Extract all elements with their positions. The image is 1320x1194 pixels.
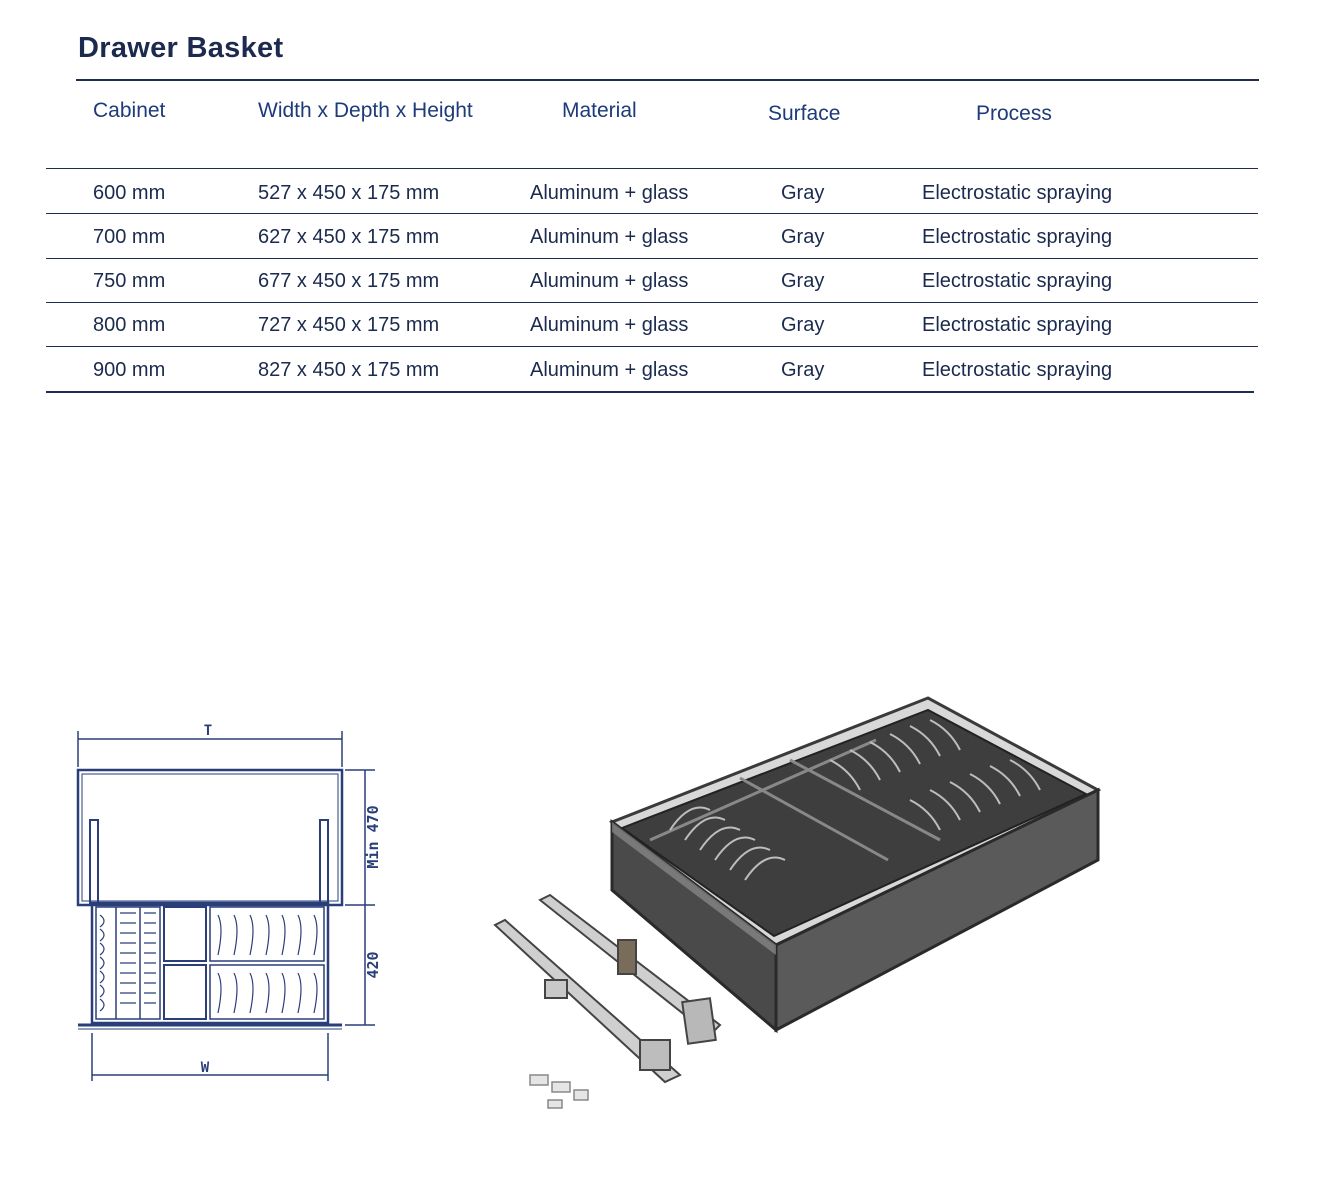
- cell-size: 727 x 450 x 175 mm: [258, 314, 440, 336]
- table-bottom-rule: [46, 391, 1254, 393]
- header-size: Width x Depth x Height: [258, 99, 473, 122]
- row-divider: [46, 346, 1258, 347]
- dimension-height-upper: Min 470: [364, 805, 382, 868]
- row-divider: [46, 258, 1258, 259]
- cell-cabinet: 900 mm: [93, 359, 166, 381]
- page-title: Drawer Basket: [78, 32, 284, 64]
- dimension-diagram: T W Min 470 420: [70, 715, 400, 1095]
- cell-size: 827 x 450 x 175 mm: [258, 359, 440, 381]
- header-surface: Surface: [768, 102, 841, 125]
- row-divider: [46, 213, 1258, 214]
- cell-size: 627 x 450 x 175 mm: [258, 226, 440, 248]
- cell-cabinet: 750 mm: [93, 270, 166, 292]
- cell-material: Aluminum + glass: [530, 359, 689, 381]
- cell-material: Aluminum + glass: [530, 270, 689, 292]
- dimension-drawing: T W Min 470 420: [76, 723, 382, 1081]
- drawer-basket-image: [493, 696, 1102, 1109]
- header-process: Process: [976, 102, 1052, 125]
- product-illustration: [490, 690, 1110, 1130]
- cell-cabinet: 800 mm: [93, 314, 166, 336]
- cell-process: Electrostatic spraying: [922, 314, 1113, 336]
- cell-surface: Gray: [781, 226, 825, 248]
- dimension-top-label: T: [204, 723, 212, 739]
- cell-process: Electrostatic spraying: [922, 226, 1113, 248]
- title-divider: [76, 79, 1259, 81]
- cell-process: Electrostatic spraying: [922, 359, 1113, 381]
- cell-surface: Gray: [781, 182, 825, 204]
- cell-material: Aluminum + glass: [530, 182, 689, 204]
- header-divider: [46, 168, 1258, 169]
- cell-process: Electrostatic spraying: [922, 270, 1113, 292]
- cell-size: 677 x 450 x 175 mm: [258, 270, 440, 292]
- cell-process: Electrostatic spraying: [922, 182, 1113, 204]
- dimension-height-lower: 420: [364, 951, 382, 978]
- cell-surface: Gray: [781, 270, 825, 292]
- cell-surface: Gray: [781, 314, 825, 336]
- dimension-bottom-label: W: [201, 1060, 210, 1076]
- cell-size: 527 x 450 x 175 mm: [258, 182, 440, 204]
- header-cabinet: Cabinet: [93, 99, 166, 122]
- cell-material: Aluminum + glass: [530, 226, 689, 248]
- cell-material: Aluminum + glass: [530, 314, 689, 336]
- header-material: Material: [562, 99, 637, 122]
- cell-surface: Gray: [781, 359, 825, 381]
- row-divider: [46, 302, 1258, 303]
- cell-cabinet: 600 mm: [93, 182, 166, 204]
- cell-cabinet: 700 mm: [93, 226, 166, 248]
